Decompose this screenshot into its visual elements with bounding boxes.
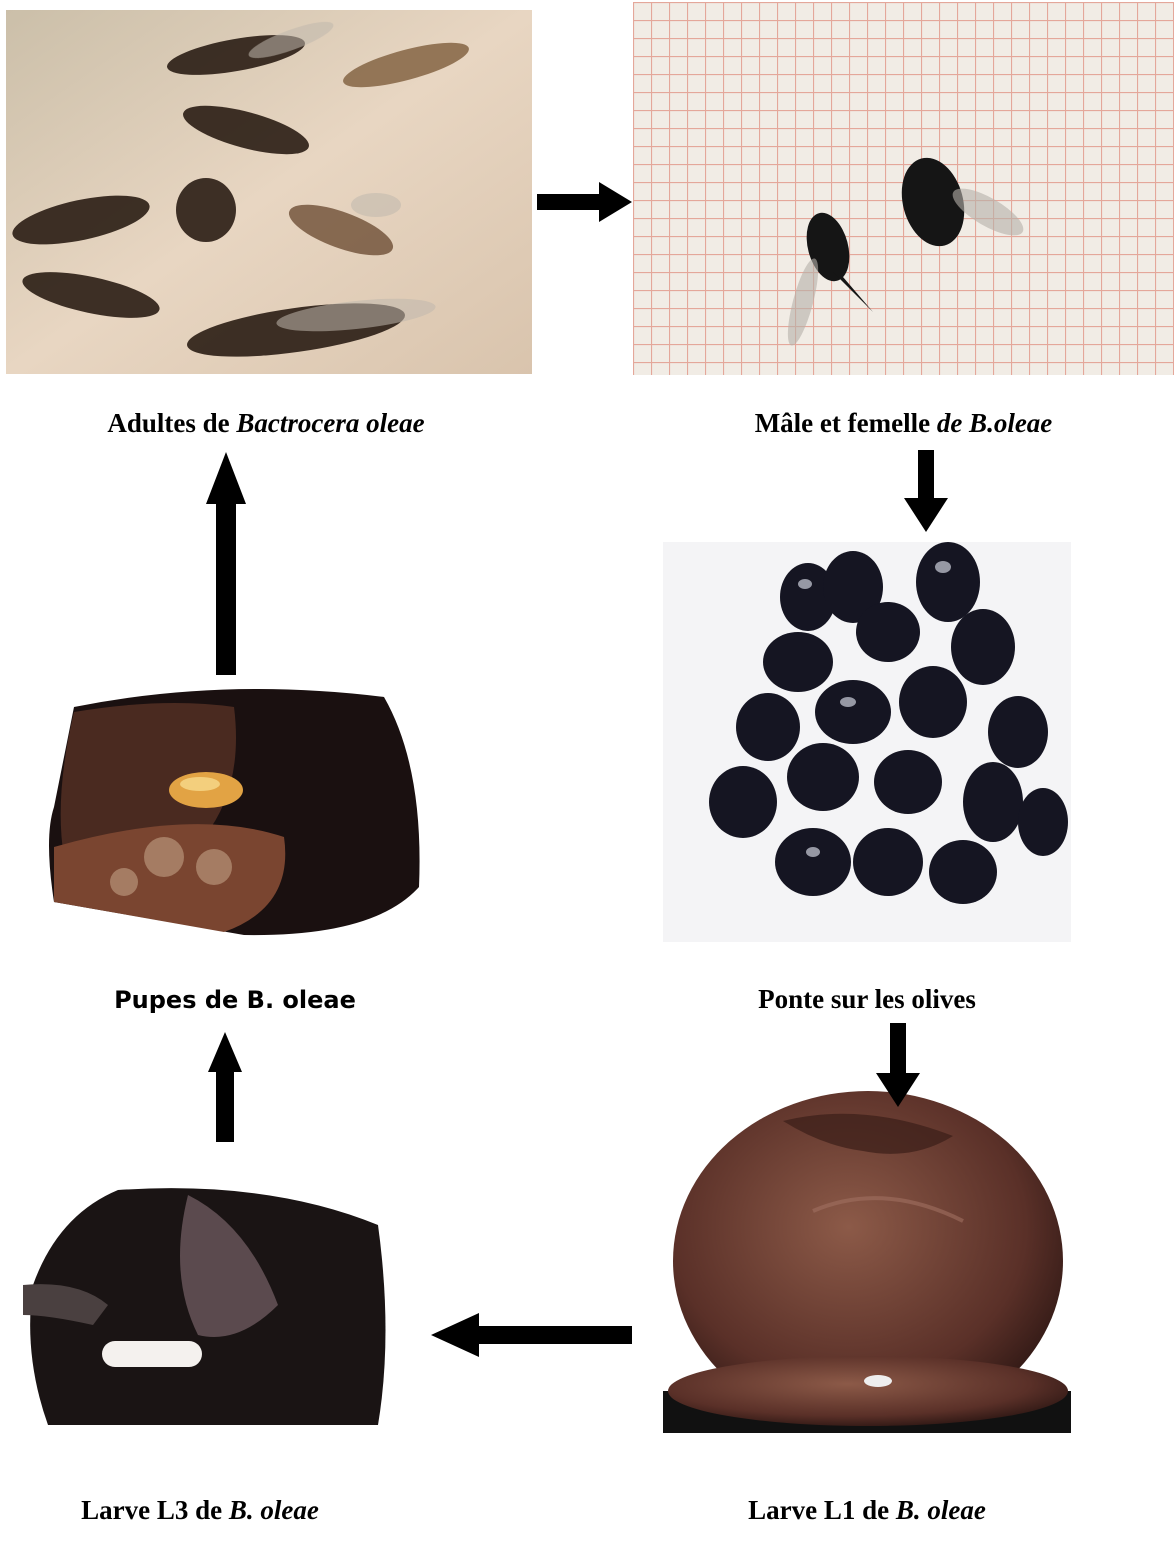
l1-caption: Larve L1 de B. oleae	[663, 1495, 1071, 1526]
pupae-photo	[44, 687, 426, 937]
male-female-photo	[633, 2, 1174, 375]
olives-photo	[663, 542, 1071, 942]
pupae-caption-label: Pupes de B. oleae	[114, 986, 356, 1014]
arrow-up-icon	[208, 1032, 242, 1142]
arrow-up-icon	[206, 452, 246, 675]
adults-caption-label: Adultes de	[107, 408, 236, 438]
larva-l3-photo	[18, 1185, 390, 1433]
l1-caption-label: Larve L1 de	[748, 1495, 896, 1525]
l3-caption: Larve L3 de B. oleae	[0, 1495, 400, 1526]
adults-photo	[6, 10, 532, 374]
l1-caption-species: B. oleae	[896, 1495, 986, 1525]
pupae-caption: Pupes de B. oleae	[0, 986, 470, 1014]
eggs-caption-label: Ponte sur les olives	[758, 984, 976, 1014]
l3-caption-species: B. oleae	[229, 1495, 319, 1525]
arrow-down-icon	[904, 450, 948, 532]
larva-l1-photo	[663, 1091, 1071, 1433]
adults-caption-species: Bactrocera oleae	[236, 408, 424, 438]
eggs-caption: Ponte sur les olives	[663, 984, 1071, 1015]
adults-caption: Adultes de Bactrocera oleae	[0, 408, 532, 439]
pair-caption: Mâle et femelle de B.oleae	[633, 408, 1174, 439]
arrow-down-icon	[876, 1023, 920, 1107]
arrow-right-icon	[537, 182, 632, 222]
arrow-left-icon	[431, 1313, 632, 1357]
pair-caption-label: Mâle et femelle	[755, 408, 937, 438]
l3-caption-label: Larve L3 de	[81, 1495, 229, 1525]
pair-caption-species: de B.oleae	[937, 408, 1052, 438]
